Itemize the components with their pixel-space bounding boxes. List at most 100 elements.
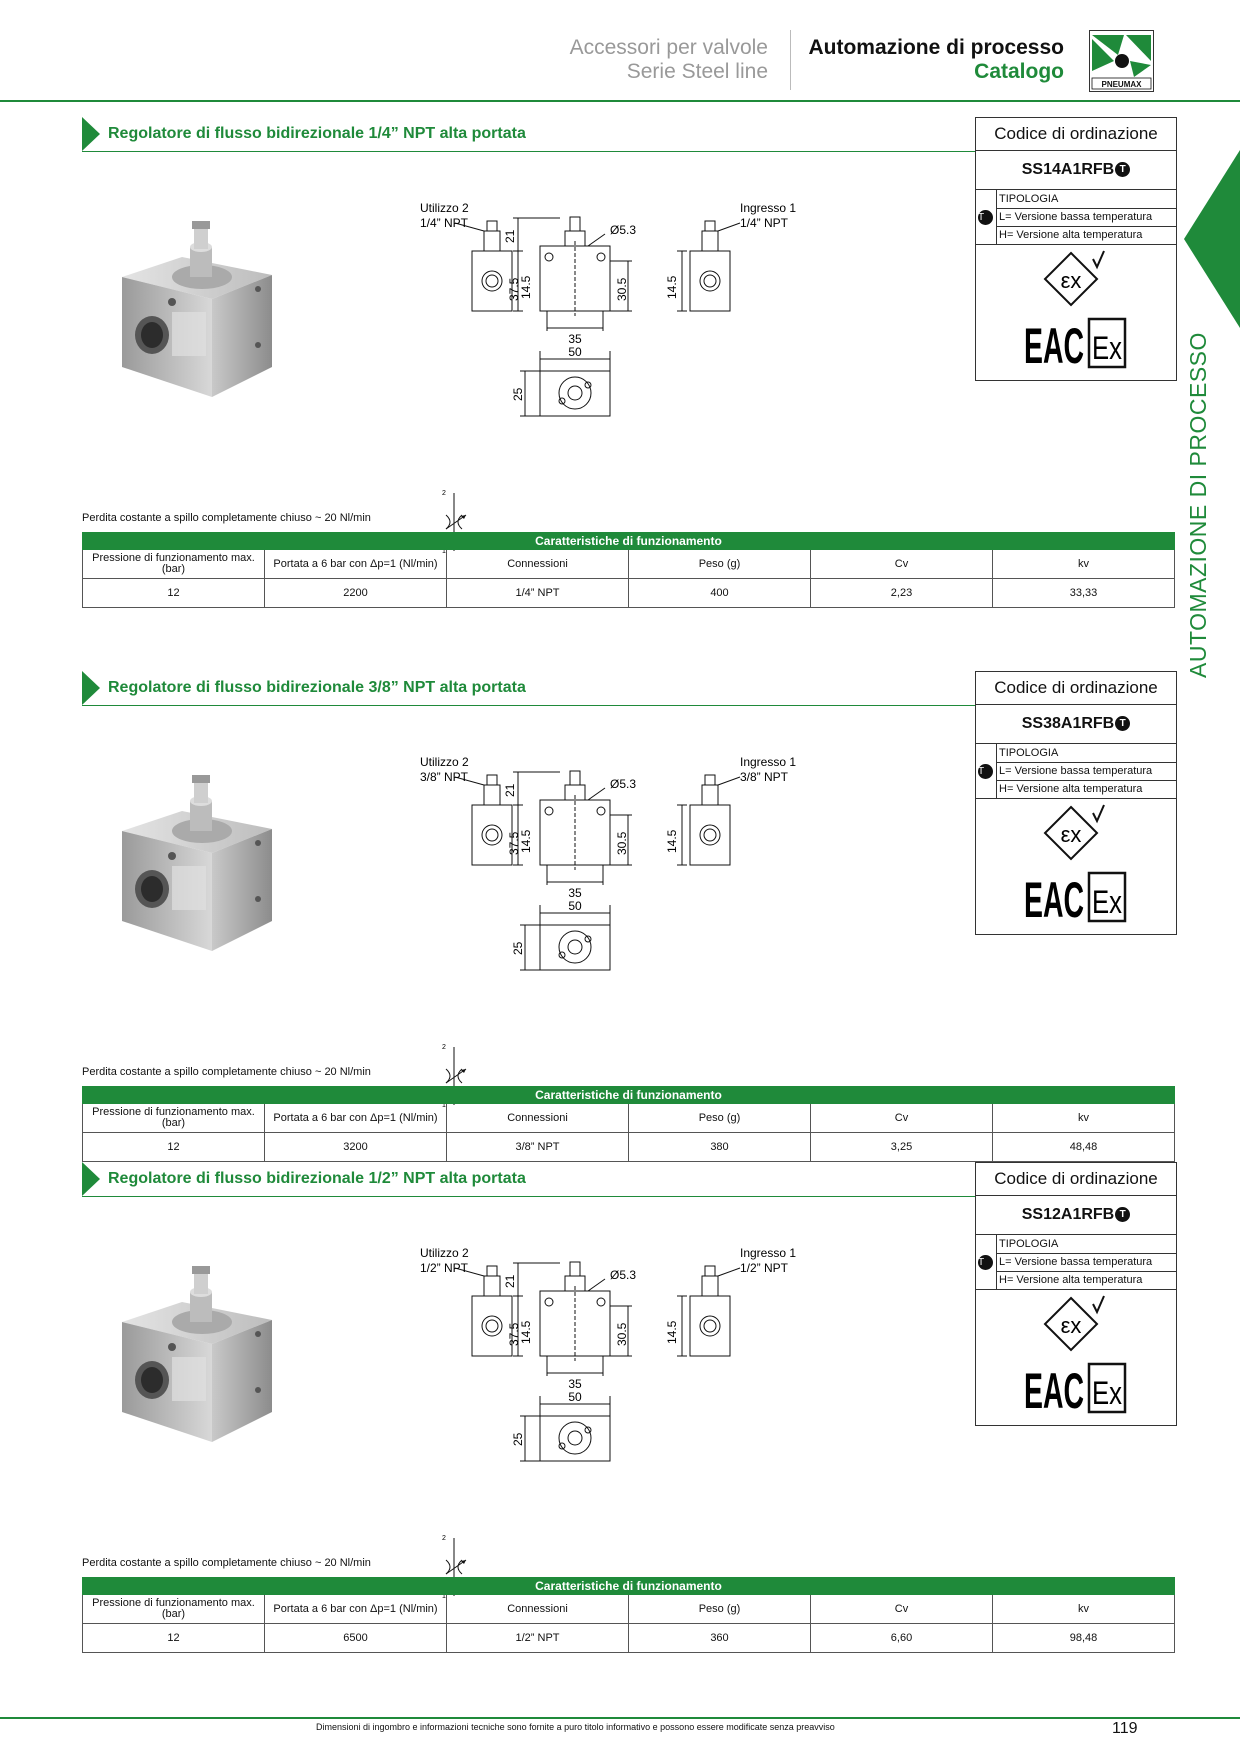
tipologia-marker-t: T: [978, 1255, 993, 1270]
header-series: Serie Steel line: [626, 60, 768, 83]
value-connections: 3/8” NPT: [446, 1132, 629, 1162]
section-arrow-icon: [82, 671, 100, 705]
value-flow: 2200: [264, 578, 447, 608]
outlet-label: Utilizzo 2: [420, 755, 469, 769]
value-kv: 33,33: [992, 578, 1175, 608]
dim-50: 50: [568, 899, 582, 913]
atex-mark-text: εx: [1061, 1313, 1082, 1338]
section-rule: [82, 705, 1174, 706]
tipologia-marker-col: T: [976, 190, 997, 244]
specifications-table: Caratteristiche di funzionamento Pressio…: [82, 1577, 1175, 1653]
header-connections: Connessioni: [446, 1103, 629, 1133]
header-kv: kv: [992, 549, 1175, 579]
option-high-temp: H= Versione alta temperatura: [999, 783, 1143, 795]
section-title: Regolatore di flusso bidirezionale 1/4” …: [108, 125, 526, 142]
header-rule: [0, 100, 1240, 102]
ordering-code-title: Codice di ordinazione: [976, 1163, 1176, 1196]
code-marker-t: T: [1115, 162, 1131, 178]
outlet-thread: 3/8” NPT: [420, 770, 469, 784]
value-pressure: 12: [82, 578, 265, 608]
option-low-temp: L= Versione bassa temperatura: [997, 762, 1176, 781]
table-row: 12 6500 1/2” NPT 360 6,60 98,48: [82, 1623, 1175, 1653]
value-pressure: 12: [82, 1623, 265, 1653]
dim-35: 35: [568, 1377, 582, 1391]
value-weight: 380: [628, 1132, 811, 1162]
specifications-table: Caratteristiche di funzionamento Pressio…: [82, 532, 1175, 608]
dim-25: 25: [511, 941, 525, 955]
option-high-temp: H= Versione alta temperatura: [999, 1274, 1143, 1286]
inlet-thread: 1/4” NPT: [740, 216, 789, 230]
dim-37-5: 37.5: [507, 1322, 521, 1346]
header-flow: Portata a 6 bar con Δp=1 (Nl/min): [264, 1103, 447, 1133]
logo-text: PNEUMAX: [1101, 80, 1142, 89]
outlet-thread: 1/4” NPT: [420, 216, 469, 230]
ordering-code-title: Codice di ordinazione: [976, 672, 1176, 705]
header-section-title: Automazione di processo: [808, 36, 1064, 59]
header-cv: Cv: [810, 549, 993, 579]
header-weight: Peso (g): [628, 1103, 811, 1133]
dim-14-5-right: 14.5: [665, 829, 679, 853]
header-flow: Portata a 6 bar con Δp=1 (Nl/min): [264, 1594, 447, 1624]
inlet-label: Ingresso 1: [740, 201, 796, 215]
value-cv: 6,60: [810, 1623, 993, 1653]
leakage-note: Perdita costante a spillo completamente …: [82, 512, 371, 524]
inlet-thread: 1/2” NPT: [740, 1261, 789, 1275]
option-low-temp: L= Versione bassa temperatura: [997, 1253, 1176, 1272]
symbol-port-2: 2: [442, 1535, 446, 1542]
value-flow: 3200: [264, 1132, 447, 1162]
dim-hole-diameter: Ø5.3: [610, 223, 636, 237]
header-catalog-title: Catalogo: [974, 60, 1064, 83]
header-pressure: Pressione di funzionamento max. (bar): [82, 1103, 265, 1133]
dim-21: 21: [503, 1274, 517, 1288]
tipologia-marker-col: T: [976, 744, 997, 798]
leakage-note: Perdita costante a spillo completamente …: [82, 1557, 371, 1569]
outlet-thread: 1/2” NPT: [420, 1261, 469, 1275]
value-kv: 48,48: [992, 1132, 1175, 1162]
header-connections: Connessioni: [446, 549, 629, 579]
dim-25: 25: [511, 1432, 525, 1446]
section-rule: [82, 151, 1174, 152]
product-photo: [122, 221, 272, 397]
page-number: 119: [1112, 1720, 1138, 1737]
dim-25: 25: [511, 387, 525, 401]
tipologia-table: T TIPOLOGIA L= Versione bassa temperatur…: [976, 190, 1176, 245]
inlet-thread: 3/8” NPT: [740, 770, 789, 784]
dim-35: 35: [568, 886, 582, 900]
value-kv: 98,48: [992, 1623, 1175, 1653]
dim-50: 50: [568, 345, 582, 359]
eac-mark-text: EAC: [1024, 872, 1084, 928]
option-low-temp: L= Versione bassa temperatura: [997, 208, 1176, 227]
tipologia-marker-t: T: [978, 210, 993, 225]
table-header-row: Pressione di funzionamento max. (bar) Po…: [82, 549, 1175, 579]
dim-37-5: 37.5: [507, 831, 521, 855]
pneumax-logo-icon: PNEUMAX: [1091, 35, 1152, 90]
ex-mark-text: Ex: [1092, 884, 1122, 920]
ordering-code-value: SS38A1RFB: [1021, 715, 1115, 732]
eac-mark-text: EAC: [1024, 318, 1084, 374]
symbol-port-2: 2: [442, 490, 446, 497]
tipologia-marker-t: T: [978, 764, 993, 779]
header-cv: Cv: [810, 1103, 993, 1133]
dim-hole-diameter: Ø5.3: [610, 777, 636, 791]
table-title: Caratteristiche di funzionamento: [82, 1577, 1175, 1595]
tipologia-table: T TIPOLOGIA L= Versione bassa temperatur…: [976, 1235, 1176, 1290]
section-title: Regolatore di flusso bidirezionale 3/8” …: [108, 679, 526, 696]
value-weight: 360: [628, 1623, 811, 1653]
header-kv: kv: [992, 1594, 1175, 1624]
certification-marks: εx EAC Ex: [976, 245, 1176, 375]
header-separator: [790, 30, 791, 90]
dimension-drawing: Utilizzo 2 1/4” NPT Ingresso 1 1/4” NPT …: [420, 201, 796, 417]
header-pressure: Pressione di funzionamento max. (bar): [82, 549, 265, 579]
dim-hole-diameter: Ø5.3: [610, 1268, 636, 1282]
header-flow: Portata a 6 bar con Δp=1 (Nl/min): [264, 549, 447, 579]
product-photo: [122, 1266, 272, 1442]
footer-disclaimer: Dimensioni di ingombro e informazioni te…: [316, 1722, 835, 1732]
dim-14-5-right: 14.5: [665, 1320, 679, 1344]
header-category: Accessori per valvole: [569, 36, 768, 59]
product-photo: [122, 775, 272, 951]
pneumax-logo: PNEUMAX: [1089, 30, 1154, 92]
code-marker-t: T: [1115, 1207, 1131, 1223]
sidebar-tab-triangle: [1184, 150, 1240, 328]
